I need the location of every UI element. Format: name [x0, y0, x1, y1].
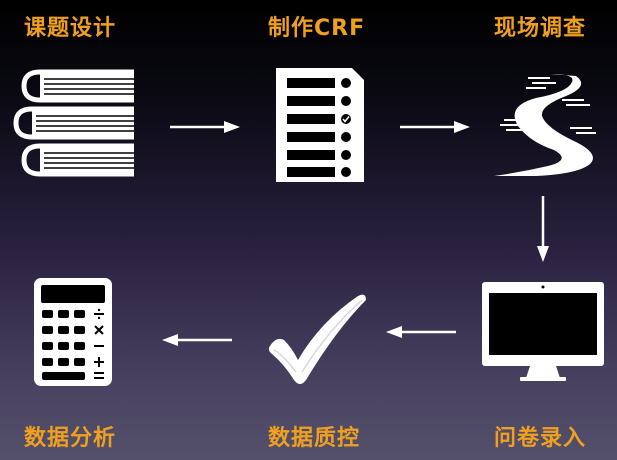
checklist-icon [276, 68, 364, 182]
step-label-questionnaire-entry: 问卷录入 [494, 426, 587, 451]
monitor-icon [482, 282, 604, 381]
step-label-data-analysis: 数据分析 [24, 426, 117, 451]
winding-road-icon [494, 74, 596, 176]
arrow-right-2 [400, 121, 470, 133]
calculator-icon [34, 278, 112, 386]
step-label-data-qc: 数据质控 [268, 426, 361, 451]
step-label-field-survey: 现场调查 [494, 16, 587, 41]
checkmark-icon [268, 294, 366, 384]
arrow-left-1 [386, 326, 456, 338]
arrow-down [537, 196, 549, 262]
step-label-research-design: 课题设计 [24, 16, 117, 41]
arrow-right-1 [170, 121, 240, 133]
arrow-left-2 [162, 334, 232, 346]
books-icon [13, 69, 134, 177]
step-label-make-crf: 制作CRF [268, 16, 366, 41]
